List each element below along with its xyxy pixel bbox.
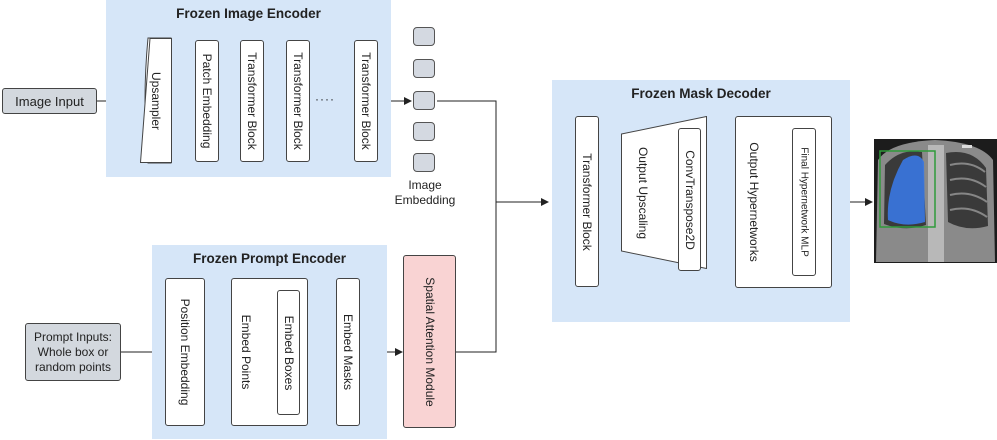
prompt-inputs-label: Prompt Inputs: Whole box or random point… [33,329,113,374]
final-mlp-node: Final Hypernetwork MLP [792,128,816,276]
image-input-label: Image Input [15,93,84,109]
conv-transpose-node: ConvTranspose2D [678,128,701,271]
mask-decoder-title: Frozen Mask Decoder [631,86,771,101]
image-embedding-label: Image Embedding [394,178,456,207]
embedding-token-4 [413,122,435,141]
upsampler-node: Upsampler [140,38,172,163]
embedding-token-3 [413,91,435,110]
image-encoder-title: Frozen Image Encoder [176,6,321,21]
embed-boxes-node: Embed Boxes [277,290,300,415]
transformer-block-1-node: Transformer Block [240,40,264,162]
embedding-token-2 [413,59,435,78]
prompt-encoder-title: Frozen Prompt Encoder [192,251,346,266]
spatial-attention-node: Spatial Attention Module [403,255,456,428]
decoder-transformer-block-node: Transformer Block [575,116,599,287]
upsampler-trapezoid [140,38,172,163]
transformer-block-2-node: Transformer Block [286,40,310,162]
ellipsis: ···· [315,92,335,106]
transformer-block-3-node: Transformer Block [354,40,378,162]
embedding-token-5 [413,153,435,172]
image-input-node: Image Input [2,88,97,114]
prompt-inputs-node: Prompt Inputs: Whole box or random point… [25,323,121,381]
embed-masks-node: Embed Masks [336,278,360,426]
embedding-token-1 [413,27,435,46]
patch-embedding-node: Patch Embedding [195,40,219,162]
position-embedding-node: Position Embedding [165,278,205,426]
